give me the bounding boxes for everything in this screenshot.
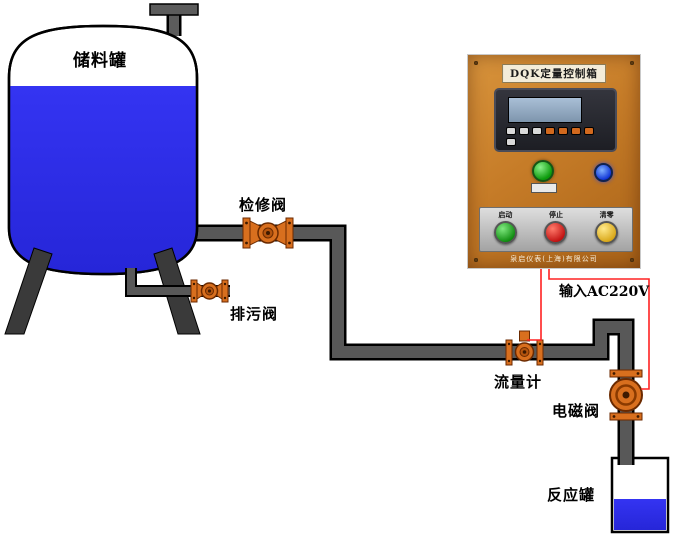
flow-meter-label: 流量计 — [494, 373, 543, 391]
storage-tank-liquid — [9, 86, 197, 274]
tank-vent-pipe — [149, 3, 199, 36]
manufacturer-text: 泉启仪表(上海)有限公司 — [510, 255, 598, 263]
drain-valve-label: 排污阀 — [230, 305, 279, 323]
maintenance-valve-label: 检修阀 — [239, 196, 288, 214]
control-box-title-plate: DQK定量控制箱 — [502, 64, 606, 83]
start-button-group: 启动 — [488, 211, 522, 244]
reaction-tank-liquid — [614, 499, 666, 530]
control-wires — [527, 267, 650, 390]
controller-lcd-screen — [508, 97, 582, 123]
keypad-key — [558, 127, 568, 135]
stop-button — [544, 221, 568, 244]
pushbutton-plate: 启动 停止 清零 — [479, 207, 633, 252]
flow-meter — [505, 330, 544, 366]
start-button-label: 启动 — [498, 210, 513, 219]
storage-tank-label: 储料罐 — [73, 51, 127, 71]
panel-green-button — [532, 160, 554, 182]
start-button — [493, 221, 517, 244]
drain-valve — [190, 279, 229, 303]
screw-icon — [474, 61, 478, 65]
maintenance-valve — [242, 217, 294, 249]
storage-tank — [7, 24, 199, 276]
keypad-key — [571, 127, 581, 135]
clear-button-group: 清零 — [590, 211, 624, 244]
keypad-key — [532, 127, 542, 135]
blue-indicator-lamp — [594, 163, 613, 182]
screw-icon — [630, 61, 634, 65]
solenoid-valve-label: 电磁阀 — [552, 402, 601, 420]
screw-icon — [474, 258, 478, 262]
reaction-tank-label: 反应罐 — [547, 486, 596, 504]
stop-button-group: 停止 — [539, 211, 573, 244]
clear-button-label: 清零 — [599, 210, 614, 219]
controller-unit — [494, 88, 617, 152]
stop-button-label: 停止 — [548, 210, 563, 219]
keypad-key — [519, 127, 529, 135]
screw-icon — [630, 258, 634, 262]
controller-keypad — [506, 127, 605, 146]
keypad-key — [506, 138, 516, 146]
control-box-photo: DQK定量控制箱 启动 停止 — [468, 55, 640, 268]
keypad-key — [506, 127, 516, 135]
keypad-key — [584, 127, 594, 135]
power-input-label: 输入AC220V — [559, 284, 650, 300]
solenoid-valve — [609, 369, 643, 421]
keypad-key — [545, 127, 555, 135]
reaction-tank — [610, 456, 670, 534]
main-pipe — [190, 224, 635, 465]
panel-button-label-chip — [531, 183, 557, 193]
clear-button — [595, 221, 619, 244]
